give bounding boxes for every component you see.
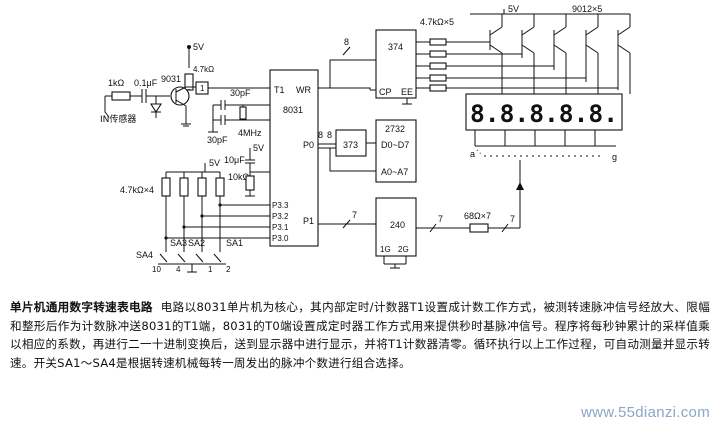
input-resistor (111, 91, 131, 101)
buffer-240-label: 240 (390, 220, 405, 230)
circuit-schematic: 5V 4.7kΩ 1kΩ 0.1μF 9031 1 (100, 4, 631, 274)
pullup-resistor-label: 4.7kΩ (193, 65, 214, 74)
caption-body: 电路以8031单片机为核心，其内部定时/计数器T1设置成计数工作方式，被测转速脉… (10, 300, 710, 370)
mcu-p33-pin: P3.3 (272, 201, 289, 210)
switch-pullup-label: 4.7kΩ×4 (120, 185, 154, 195)
eprom-2732-label: 2732 (385, 124, 405, 134)
mcu-8031: T1 WR 8031 P0 P1 P3.3 P3.2 P3.1 P3.0 (269, 69, 319, 247)
reset-resistor (245, 175, 255, 191)
buffer-2g: 2G (398, 245, 409, 254)
transistor-9012-label: 9012×5 (572, 4, 602, 14)
svg-text:7: 7 (510, 214, 515, 224)
reset-cap-label: 10μF (224, 155, 245, 165)
svg-text:8: 8 (344, 37, 349, 47)
svg-text:7: 7 (352, 210, 357, 220)
svg-text:8: 8 (318, 130, 323, 140)
reset-section: 5V 10μF 10kΩ (224, 143, 270, 197)
mcu-p1-pin: P1 (303, 216, 314, 226)
switch-input-section: 5V 4.7kΩ×4 SA4 SA3 SA2 SA (120, 158, 270, 274)
latch-374 (375, 29, 417, 99)
mcu-p32-pin: P3.2 (272, 212, 289, 221)
mcu-p0-pin: P0 (303, 140, 314, 150)
input-capacitor-label: 0.1μF (134, 78, 158, 88)
svg-text:7: 7 (438, 214, 443, 224)
segment-a-label: a (470, 149, 475, 159)
transistor-9031-label: 9031 (161, 74, 181, 84)
caption-title: 单片机通用数字转速表电路 (10, 300, 153, 314)
input-resistor-label: 1kΩ (108, 78, 125, 88)
digit-driver-outputs: 4.7kΩ×5 (416, 17, 618, 92)
digit-transistors: 5V 9012×5 (470, 4, 631, 94)
rail-5v-label: 5V (508, 4, 519, 14)
switch-sa1: SA1 (226, 238, 243, 248)
mcu-name: 8031 (283, 105, 303, 115)
switch-sa4: SA4 (136, 250, 153, 260)
mcu-wr-pin: WR (296, 85, 311, 95)
switch-weight-2: 2 (226, 265, 231, 274)
digit-resistor-label: 4.7kΩ×5 (420, 17, 454, 27)
display-digits: 8.8.8.8.8. (470, 100, 618, 128)
reset-5v-label: 5V (253, 143, 264, 153)
buffer-240: 240 1G 2G 7 7 68Ω×7 7 (318, 190, 521, 269)
latch-374-label: 374 (388, 42, 403, 52)
switch-sa2: SA2 (188, 238, 205, 248)
eprom-2732 (375, 119, 417, 183)
cap-30pf-b-label: 30pF (207, 135, 228, 145)
input-amplifier-section: 5V 4.7kΩ 1kΩ 0.1μF 9031 1 (100, 42, 270, 127)
svg-text:1: 1 (200, 84, 205, 93)
buffer-240-body (375, 197, 417, 257)
crystal-label: 4MHz (238, 128, 262, 138)
latch-373-label: 373 (343, 140, 358, 150)
clamp-diode (150, 103, 162, 114)
crystal-4mhz (239, 106, 247, 120)
switch-weight-10: 10 (152, 265, 161, 274)
segment-g-label: g (612, 152, 617, 162)
mcu-p31-pin: P3.1 (272, 223, 289, 232)
switch-5v-label: 5V (209, 158, 220, 168)
oscillator-section: 30pF 30pF 4MHz (207, 88, 270, 145)
supply-5v-label: 5V (193, 42, 204, 52)
latch-373 (335, 129, 367, 157)
eprom-addr-pins: A0~A7 (381, 167, 408, 177)
switch-weight-1: 1 (208, 265, 213, 274)
display-frame (465, 93, 623, 131)
site-watermark: www.55dianzi.com (580, 404, 710, 421)
cap-30pf-a-label: 30pF (230, 88, 251, 98)
switch-sa3: SA3 (170, 238, 187, 248)
mcu-p30-pin: P3.0 (272, 234, 289, 243)
mcu-body (269, 69, 319, 247)
wr-bus (318, 59, 376, 89)
mcu-t1-pin: T1 (274, 85, 285, 95)
latch-374-ee: EE (401, 87, 413, 97)
switch-weight-4: 4 (176, 265, 181, 274)
svg-text:8: 8 (327, 130, 332, 140)
segment-resistor (469, 223, 489, 233)
segment-resistor-label: 68Ω×7 (464, 211, 491, 221)
sensor-input-label: IN传感器 (100, 113, 136, 125)
buffer-1g: 1G (380, 245, 391, 254)
circuit-description: 单片机通用数字转速表电路电路以8031单片机为核心，其内部定时/计数器T1设置成… (10, 298, 710, 372)
latch-374-cp: CP (379, 87, 392, 97)
seven-segment-display: 8.8.8.8.8. a g (465, 93, 623, 190)
eprom-data-pins: D0~D7 (381, 140, 409, 150)
pullup-resistor (184, 73, 194, 91)
reset-resistor-label: 10kΩ (228, 172, 250, 182)
